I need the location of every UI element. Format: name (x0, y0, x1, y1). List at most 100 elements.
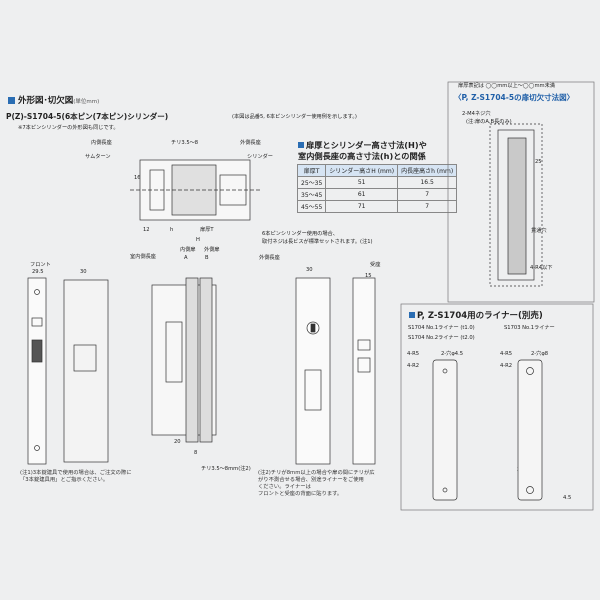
product-note: (本図は品番5, 6本ピンシリンダー使用例を示します。) (232, 114, 357, 120)
inner-knob (149, 169, 165, 211)
table-cell: 61 (325, 188, 399, 201)
liner-left (432, 359, 458, 501)
table-cell: 7 (397, 200, 458, 213)
table-cell: 25〜35 (296, 176, 327, 189)
dim-30: 30 (80, 269, 87, 275)
label-B: B (205, 255, 209, 261)
escutcheon (165, 321, 183, 383)
strike-hole-top (357, 339, 371, 351)
center-assembly (151, 284, 217, 436)
inner-door-panel (185, 277, 199, 443)
table-header: 扉厚T (296, 164, 327, 177)
chiri-2: チリ3.5〜8mm(注2) (201, 466, 251, 472)
strike-plate (352, 277, 376, 465)
dim-8: 8 (194, 450, 198, 456)
liner-right (517, 359, 543, 501)
liner-item-2: S1703 No.1ライナー (504, 325, 555, 331)
door-through-hole: 貫通穴 (531, 228, 547, 234)
section-unit: (単位mm) (73, 99, 100, 105)
table-cell: 35〜45 (296, 188, 327, 201)
outside-plate (295, 277, 331, 465)
liner-d23-5-left: 23.5 (438, 467, 450, 473)
label-door-thickness: 扉厚T (200, 227, 214, 233)
liner-hole-45: 2-穴φ4.5 (441, 351, 464, 357)
label-16: 16 (134, 175, 141, 181)
liner-right-hole (526, 367, 534, 375)
front-deadbolt (31, 317, 43, 327)
note-2-line4: フロントと受座の背面に貼ります。 (258, 491, 343, 497)
liner-r2-left: 4-R2 (407, 363, 420, 369)
product-title: P(Z)-S1704-5(6本ピン(7本ピン)シリンダー) (6, 112, 169, 121)
door-screw-label: 2-M4ネジ穴 (462, 111, 491, 117)
label-front: フロント (30, 262, 51, 268)
front-plate (27, 277, 47, 465)
label-inside-seat: 室内側長座 (130, 254, 156, 260)
label-outside-seat: 外側長座 (259, 255, 280, 261)
strike-hole-bottom (357, 357, 371, 373)
liner-d23-5-right: 23.5 (517, 467, 529, 473)
note-1-line2: 「3本錠建具用」とご指示ください。 (20, 477, 109, 483)
door-cut-outline (497, 129, 535, 281)
table-cell: 71 (325, 200, 399, 213)
liner-title: P, Z-S1704用のライナー(別売) (409, 309, 543, 321)
outer-cylinder (219, 174, 247, 206)
bullet-square-icon (409, 312, 415, 318)
door-r4: 4-R4以下 (530, 265, 553, 271)
liner-r5-left: 4-R5 (407, 351, 420, 357)
door-cut-recess (489, 123, 543, 287)
label-cylinder: シリンダー (247, 154, 273, 160)
dim-34: 34 (172, 332, 179, 338)
table-header: シリンダー高さH (mm) (325, 164, 399, 177)
note-2: (注2)チリが8mm以上の場合や扉の間にチリが広がり不測合せる場合、別途ライナー… (258, 470, 375, 498)
table-cell: 7 (397, 188, 458, 201)
liner-right-hole (526, 486, 534, 494)
front-latch (31, 339, 43, 363)
liner-r2-right: 4-R2 (500, 363, 513, 369)
table-header: 内長座高さh (mm) (397, 164, 458, 177)
label-inside-plate: 内側長座 (91, 140, 112, 146)
label-h: h (170, 227, 174, 233)
table-title-line2: 室内側長座の高さ寸法(h)との関係 (298, 151, 426, 161)
label-thumbturn: サムターン (85, 154, 111, 160)
section-title: 外形図･切欠図 (18, 96, 74, 106)
dim-29-5: 29.5 (32, 269, 44, 275)
note-2-line3: ください。ライナーは (258, 484, 311, 490)
pin-note: 6本ピンシリンダー使用の場合、 (262, 231, 338, 237)
outer-door-panel (199, 277, 213, 443)
label-strike: 受座 (370, 262, 381, 268)
liner-left-hole (442, 368, 448, 374)
note-1: (注1)3本錠建具で使用の場合は、ご注文の際に「3本錠建具用」とご指示ください。 (20, 470, 132, 484)
outside-pull (304, 369, 322, 411)
bullet-square-icon (8, 97, 15, 104)
table-cell: 16.5 (397, 176, 458, 189)
cylinder-section (139, 159, 251, 221)
note-2-line1: (注2)チリが8mm以上の場合や扉の間にチリが広 (258, 470, 375, 476)
liner-item-3: S1704 No.2ライナー (t2.0) (408, 335, 475, 341)
label-outside-plate: 外側長座 (240, 140, 261, 146)
label-H: H (196, 237, 200, 243)
liner-left-hole (442, 487, 448, 493)
label-outer-door: 外側扉 (204, 247, 220, 253)
lock-case (63, 279, 109, 463)
liner-hole-8: 2-穴φ8 (531, 351, 549, 357)
cylinder-face (306, 321, 320, 335)
table-cell: 45〜55 (296, 200, 327, 213)
label-inner-door: 内側扉 (180, 247, 196, 253)
door-d25: 25 (535, 159, 542, 165)
liner-title-text: P, Z-S1704用のライナー(別売) (417, 311, 543, 321)
dim-30b: 30 (306, 267, 313, 273)
door-screw-note: (注:扉のA,B長のみ) (466, 119, 512, 125)
label-A: A (184, 255, 188, 261)
label-12: 12 (143, 227, 150, 233)
dim-20: 20 (174, 439, 181, 445)
cylinder-slot (310, 323, 316, 333)
liner-item-1: S1704 No.1ライナー (t1.0) (408, 325, 475, 331)
door-box-subtitle: 〈P, Z-S1704-5の扉切欠寸法図〉 (454, 93, 575, 102)
front-screw-bottom (34, 445, 40, 451)
label-chiri: チリ3.5〜8 (171, 140, 199, 146)
table-cell: 51 (325, 176, 399, 189)
